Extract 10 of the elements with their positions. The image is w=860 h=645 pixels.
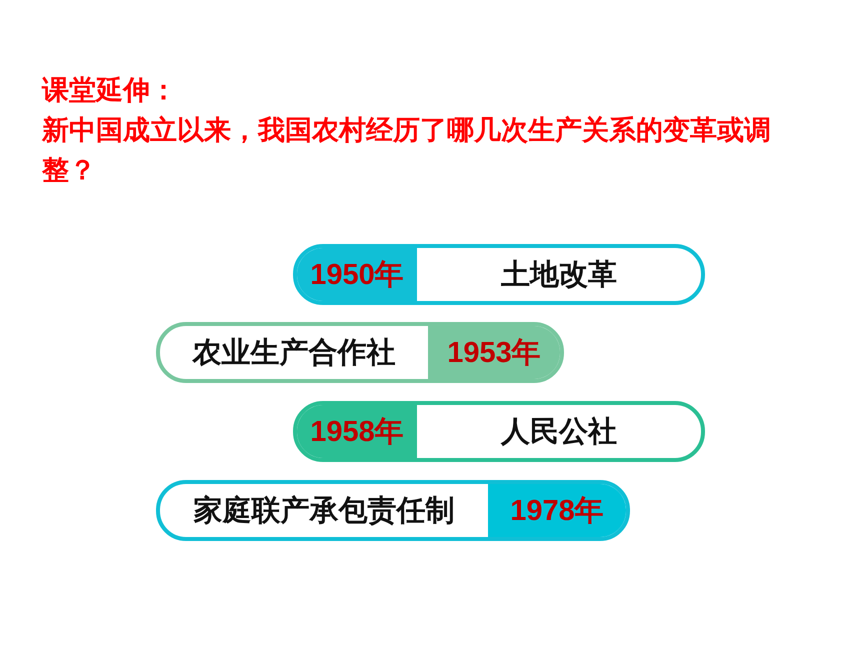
reform-label: 人民公社	[501, 414, 617, 450]
reform-label: 土地改革	[501, 258, 617, 292]
question-text: 新中国成立以来，我国农村经历了哪几次生产关系的变革或调整？	[42, 114, 772, 187]
year-segment: 1958年	[297, 405, 417, 458]
reform-label: 家庭联产承包责任制	[194, 494, 454, 528]
year-segment: 1950年	[297, 248, 417, 301]
heading-text: 课堂延伸：	[42, 74, 177, 107]
year-segment: 1978年	[488, 484, 626, 537]
reform-label: 农业生产合作社	[192, 336, 396, 370]
year-segment: 1953年	[428, 326, 560, 379]
